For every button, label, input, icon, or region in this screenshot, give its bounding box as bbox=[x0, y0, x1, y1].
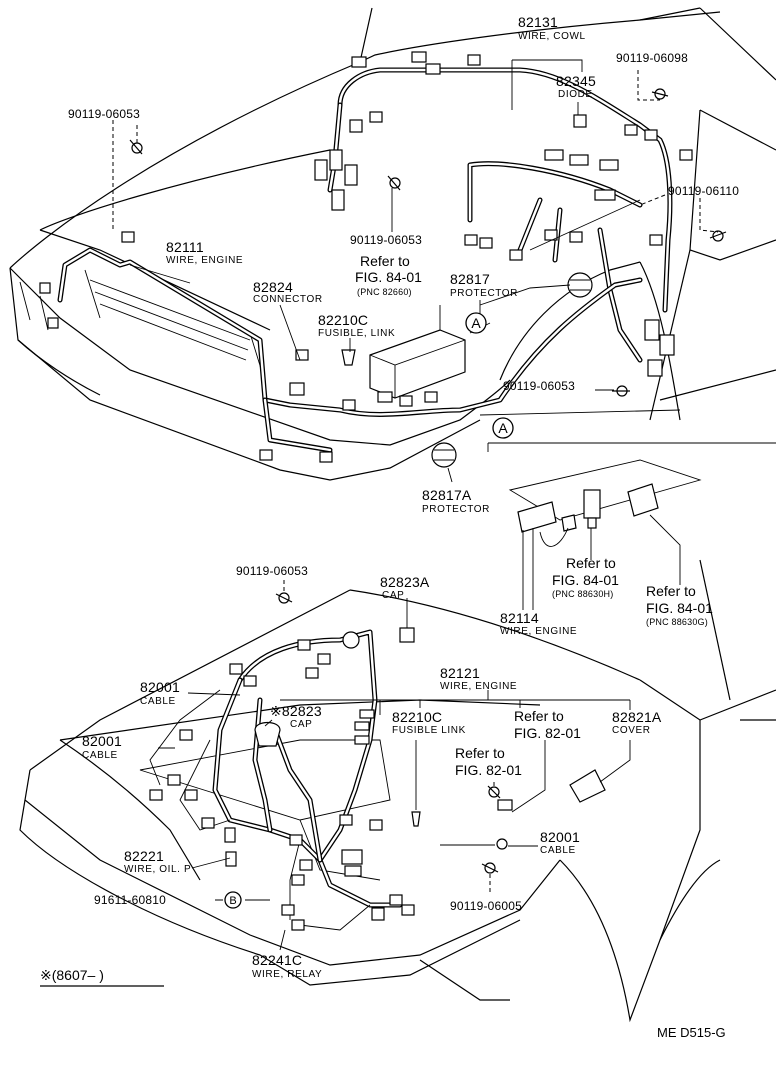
part-number-82241C: 82241C bbox=[252, 952, 303, 968]
reference-figure[interactable]: FIG. 82-01 bbox=[514, 725, 581, 741]
part-number-82001-b: 82001 bbox=[82, 733, 122, 749]
bolt-icon bbox=[129, 139, 143, 155]
part-desc-82823A: CAP bbox=[382, 590, 405, 601]
part-number-82121: 82121 bbox=[440, 665, 480, 681]
part-number-90119-06053-bottom: 90119-06053 bbox=[236, 564, 309, 578]
part-desc-82345: DIODE bbox=[558, 89, 593, 100]
part-desc-82111: WIRE, ENGINE bbox=[166, 255, 244, 266]
part-number-91611-60810: 91611-60810 bbox=[94, 893, 167, 907]
reference-line1: Refer to bbox=[360, 253, 410, 269]
bolt-icon bbox=[497, 799, 513, 811]
svg-text:A: A bbox=[498, 420, 508, 436]
bottom-bolts bbox=[275, 592, 513, 874]
bolt-icon bbox=[387, 175, 401, 191]
part-number-82221: 82221 bbox=[124, 848, 164, 864]
diode-icon bbox=[573, 114, 587, 128]
part-desc-82817: PROTECTOR bbox=[450, 288, 518, 299]
part-number-90119-06110: 90119-06110 bbox=[668, 184, 740, 198]
fusible-link-block bbox=[341, 329, 466, 407]
reference-pnc: (PNC 88630G) bbox=[646, 617, 708, 627]
part-number-90119-06053-top-left: 90119-06053 bbox=[68, 107, 141, 121]
part-number-82817A: 82817A bbox=[422, 487, 472, 503]
top-bolts bbox=[129, 88, 727, 397]
part-number-82345: 82345 bbox=[556, 73, 596, 89]
part-desc-82823: CAP bbox=[290, 719, 313, 730]
part-desc-82114: WIRE, ENGINE bbox=[500, 626, 578, 637]
reference-line1: Refer to bbox=[455, 745, 505, 761]
bottom-engine-wire-harness bbox=[149, 629, 403, 931]
part-desc-82817A: PROTECTOR bbox=[422, 504, 490, 515]
part-number-82111: 82111 bbox=[166, 239, 204, 255]
part-desc-82001-c: CABLE bbox=[540, 845, 576, 856]
part-number-82823: ※82823 bbox=[270, 703, 322, 719]
protector-82817A bbox=[431, 442, 457, 468]
bolt-icon bbox=[487, 785, 501, 799]
part-number-82001-a: 82001 bbox=[140, 679, 180, 695]
part-number-82210C-bottom: 82210C bbox=[392, 709, 443, 725]
part-number-82114: 82114 bbox=[500, 610, 539, 626]
callout-a-top: A bbox=[465, 312, 487, 334]
bottom-vehicle-body bbox=[19, 559, 776, 1023]
bolt-icon bbox=[481, 862, 499, 874]
reference-figure[interactable]: FIG. 84-01 bbox=[355, 269, 422, 285]
part-desc-82821A: COVER bbox=[612, 725, 651, 736]
reference-pnc: (PNC 82660) bbox=[357, 287, 412, 297]
callout-b: B bbox=[224, 891, 242, 909]
part-number-90119-06053-top-right: 90119-06053 bbox=[503, 379, 576, 393]
svg-text:B: B bbox=[229, 895, 236, 907]
reference-figure[interactable]: FIG. 82-01 bbox=[455, 762, 522, 778]
part-number-90119-06053-top-center: 90119-06053 bbox=[350, 233, 423, 247]
bolt-icon bbox=[612, 385, 630, 397]
part-desc-82001-a: CABLE bbox=[140, 696, 176, 707]
part-number-82210C-top: 82210C bbox=[318, 312, 369, 328]
bottom-leader-lines bbox=[158, 580, 631, 951]
reference-line1: Refer to bbox=[514, 708, 564, 724]
part-desc-82241C: WIRE, RELAY bbox=[252, 969, 323, 980]
bolt-icon bbox=[275, 592, 293, 604]
part-number-90119-06005: 90119-06005 bbox=[450, 899, 523, 913]
reference-figure[interactable]: FIG. 84-01 bbox=[646, 600, 713, 616]
part-number-90119-06098: 90119-06098 bbox=[616, 51, 689, 65]
reference-line1: Refer to bbox=[646, 583, 696, 599]
part-desc-82210C-top: FUSIBLE, LINK bbox=[318, 328, 396, 339]
bottom-connectors bbox=[149, 627, 606, 931]
svg-text:A: A bbox=[471, 315, 481, 331]
part-desc-82221: WIRE, OIL. P bbox=[124, 864, 192, 875]
part-number-82824: 82824 bbox=[253, 279, 293, 295]
protector-82817 bbox=[567, 272, 593, 298]
bolt-icon bbox=[709, 230, 727, 242]
diagram-code: ME D515-G bbox=[657, 1025, 726, 1040]
part-number-82821A: 82821A bbox=[612, 709, 662, 725]
bolt-icon bbox=[651, 88, 669, 100]
part-number-82001-c: 82001 bbox=[540, 829, 580, 845]
part-number-82823A: 82823A bbox=[380, 574, 430, 590]
part-desc-82131: WIRE, COWL bbox=[518, 31, 586, 42]
top-leader-lines bbox=[112, 59, 719, 483]
part-desc-82121: WIRE, ENGINE bbox=[440, 681, 518, 692]
reference-pnc: (PNC 88630H) bbox=[552, 589, 614, 599]
top-cowl-wire-harness bbox=[327, 67, 673, 363]
reference-figure[interactable]: FIG. 84-01 bbox=[552, 572, 619, 588]
inset-panel bbox=[487, 442, 776, 610]
part-desc-82001-b: CABLE bbox=[82, 750, 118, 761]
top-engine-wire-harness bbox=[57, 247, 643, 453]
part-desc-82824: CONNECTOR bbox=[253, 294, 323, 305]
part-number-82131: 82131 bbox=[518, 14, 558, 30]
part-desc-82210C-bottom: FUSIBLE LINK bbox=[392, 725, 466, 736]
reference-line1: Refer to bbox=[566, 555, 616, 571]
footnote: ※(8607– ) bbox=[40, 967, 104, 983]
part-number-82817: 82817 bbox=[450, 271, 490, 287]
top-connectors bbox=[39, 51, 693, 463]
callout-a-inset: A bbox=[492, 417, 514, 439]
